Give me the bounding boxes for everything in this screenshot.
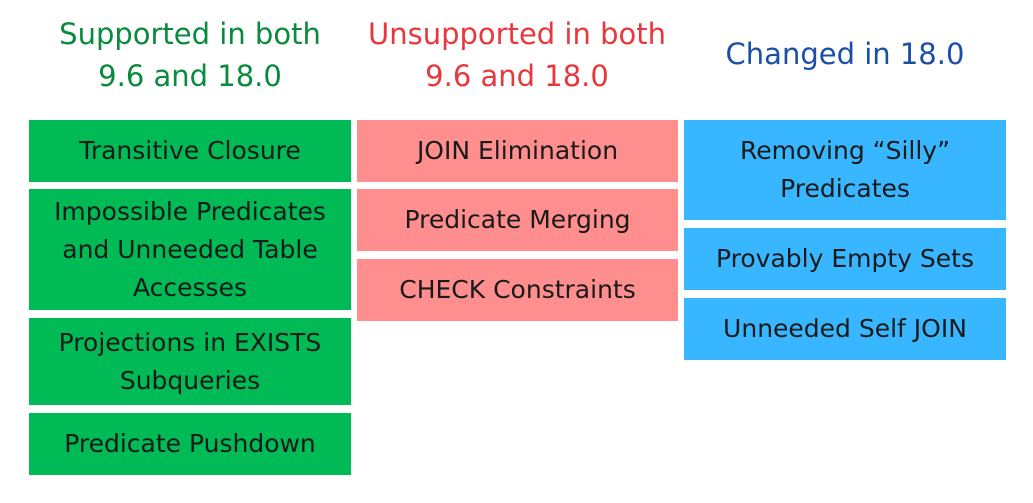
column-title-supported: Supported in both 9.6 and 18.0 [59, 17, 321, 93]
card-predicate-merging: Predicate Merging [357, 189, 678, 251]
card-projections-exists: Projections in EXISTS Subqueries [29, 318, 351, 405]
card-unneeded-self-join: Unneeded Self JOIN [684, 298, 1006, 360]
card-removing-silly-predicates: Removing “Silly” Predicates [684, 120, 1006, 220]
card-check-constraints: CHECK Constraints [357, 259, 678, 321]
card-predicate-pushdown: Predicate Pushdown [29, 413, 351, 475]
card-provably-empty-sets: Provably Empty Sets [684, 228, 1006, 290]
column-title-unsupported: Unsupported in both 9.6 and 18.0 [368, 17, 666, 93]
card-join-elimination: JOIN Elimination [357, 120, 678, 182]
card-transitive-closure: Transitive Closure [29, 120, 351, 182]
card-impossible-predicates: Impossible Predicates and Unneeded Table… [29, 189, 351, 310]
column-title-changed: Changed in 18.0 [725, 37, 965, 71]
